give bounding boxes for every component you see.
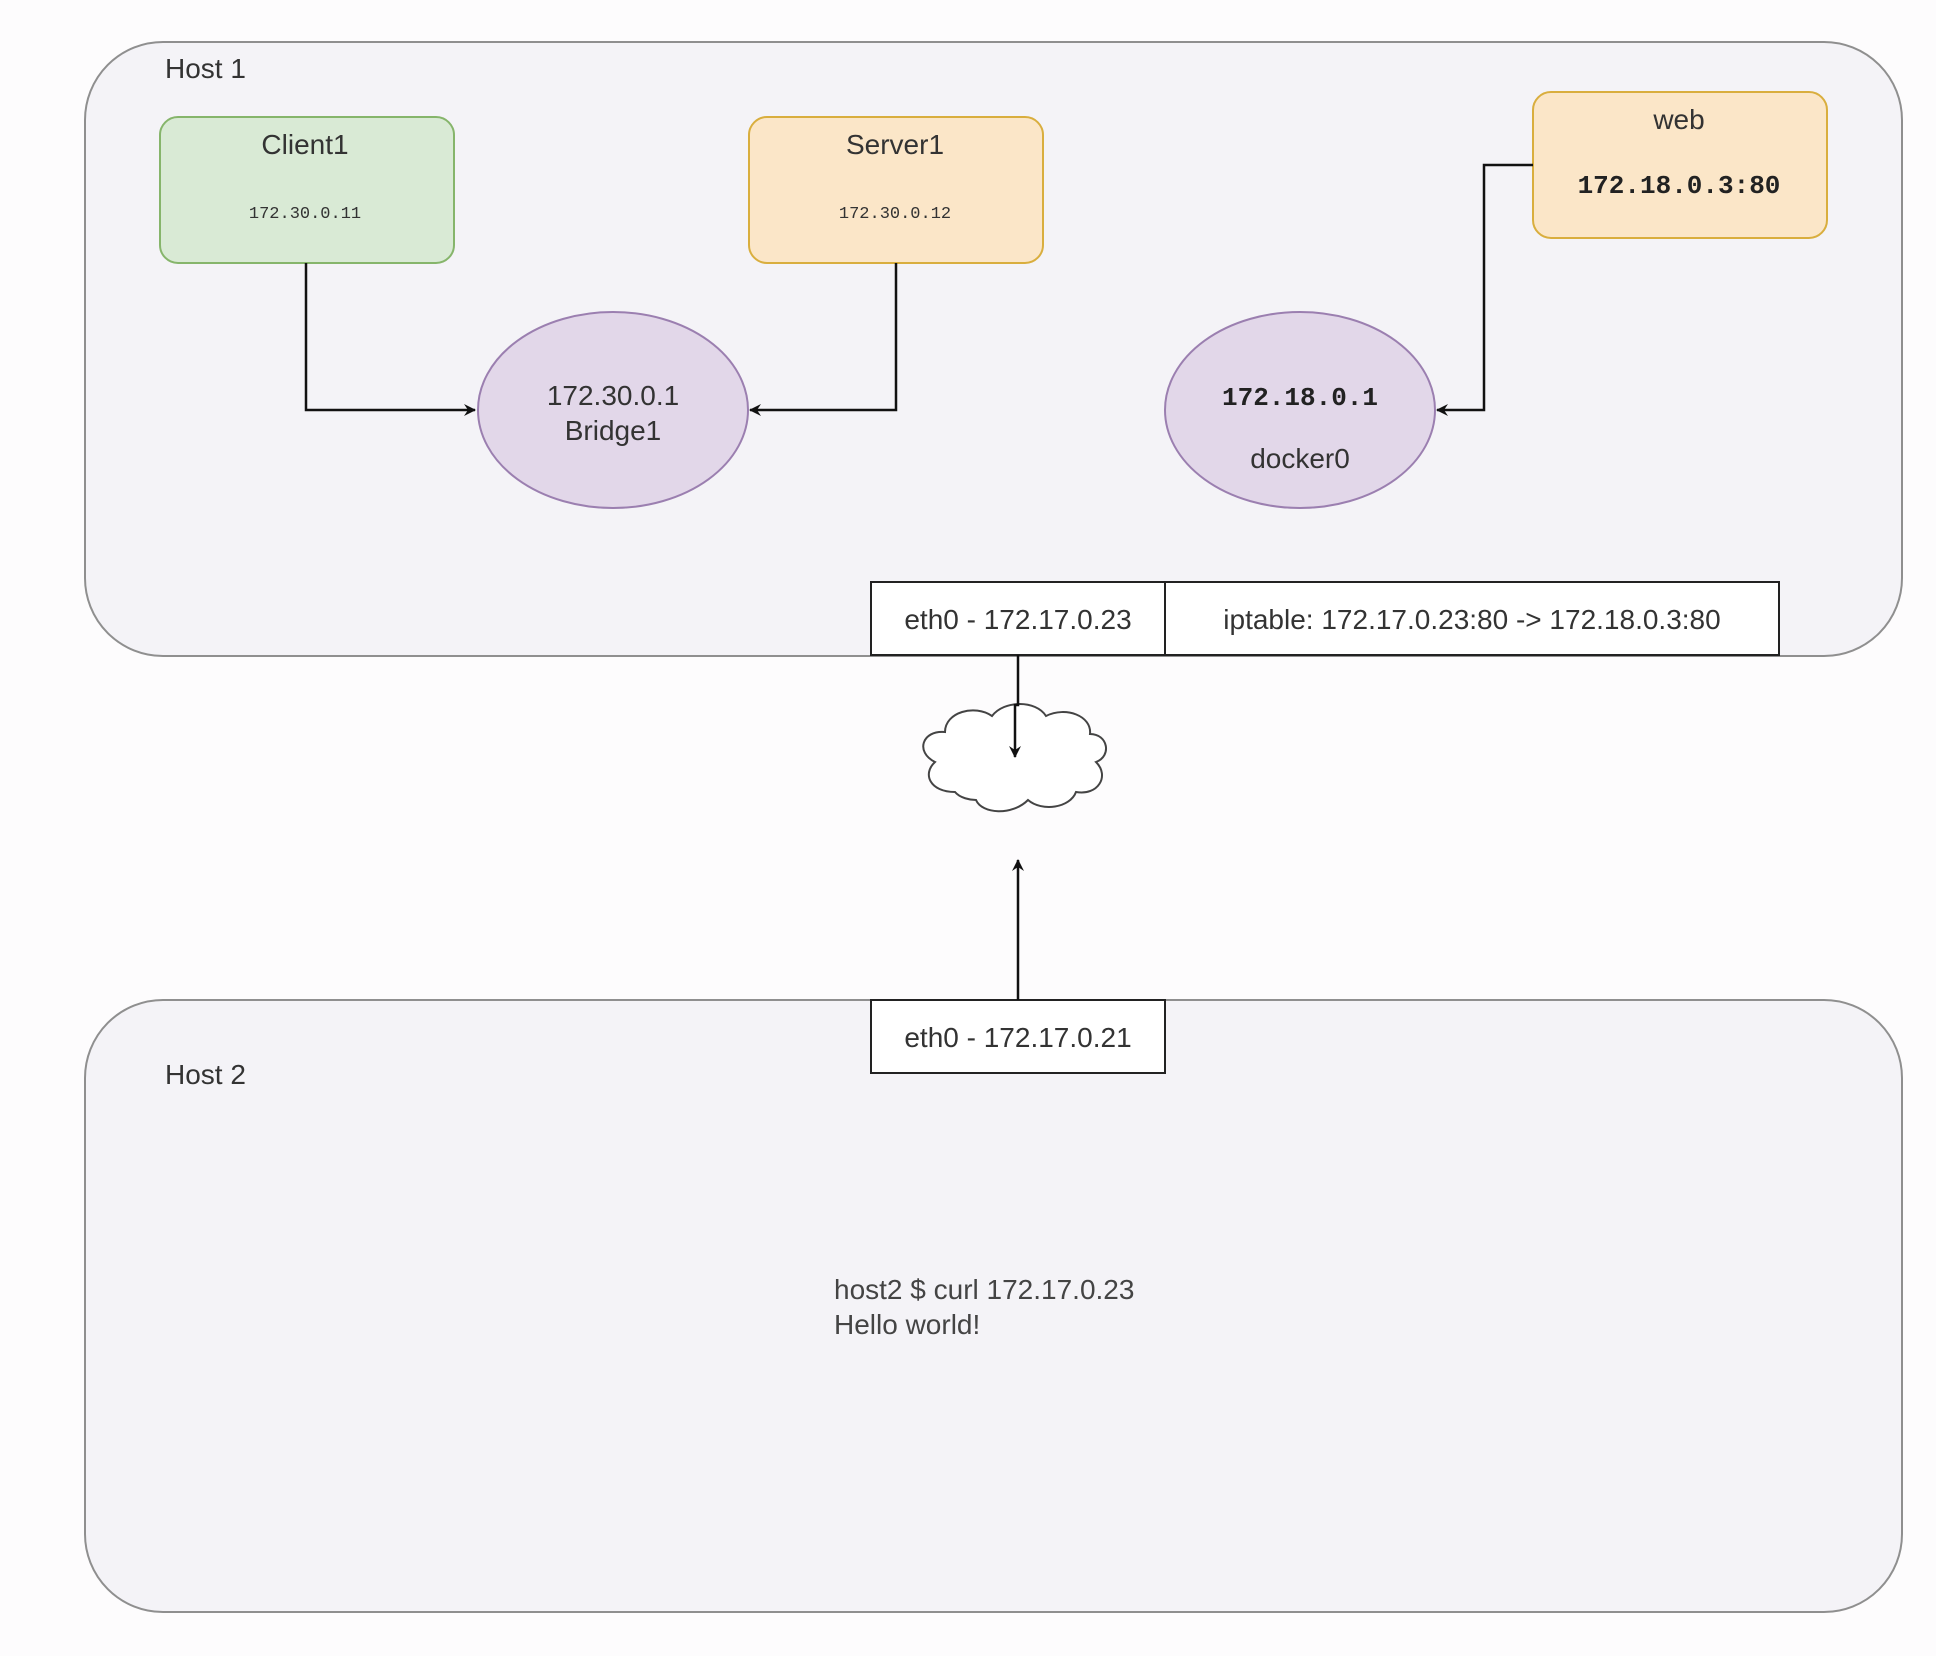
server1-node: Server1 172.30.0.12 [748, 116, 1044, 264]
terminal-command: host2 $ curl 172.17.0.23 [834, 1274, 1134, 1305]
host2-box [84, 999, 1903, 1613]
client1-name: Client1 [261, 129, 348, 160]
server1-name: Server1 [846, 129, 944, 160]
bridge1-ellipse [477, 311, 749, 509]
docker0-node: 172.18.0.1 docker0 [1164, 311, 1436, 509]
terminal-output: host2 $ curl 172.17.0.23 Hello world! [834, 1274, 1134, 1340]
host2-group: Host 2 [84, 999, 1903, 1613]
client1-node: Client1 172.30.0.11 [159, 116, 455, 264]
web-node: web 172.18.0.3:80 [1532, 91, 1828, 239]
host2-interface: eth0 - 172.17.0.21 [870, 999, 1166, 1074]
server1-ip: 172.30.0.12 [839, 205, 951, 224]
bridge1-node: 172.30.0.1 Bridge1 [477, 311, 749, 509]
web-ip: 172.18.0.3:80 [1578, 171, 1781, 201]
docker0-ip: 172.18.0.1 [1222, 383, 1378, 413]
client1-to-bridge1-arrow [304, 263, 476, 416]
client1-ip: 172.30.0.11 [249, 205, 361, 224]
terminal-response: Hello world! [834, 1309, 980, 1340]
docker0-ellipse [1164, 311, 1436, 509]
host2-eth0-label: eth0 - 172.17.0.21 [904, 1022, 1131, 1053]
host1-eth0-label: eth0 - 172.17.0.23 [904, 604, 1131, 635]
iptable-label: iptable: 172.17.0.23:80 -> 172.18.0.3:80 [1223, 604, 1720, 635]
host2-label: Host 2 [165, 1059, 246, 1090]
bridge1-ip: 172.30.0.1 [547, 380, 679, 411]
host1-group: Host 1 [84, 41, 1903, 657]
host1-eth0-to-cloud-arrow [1009, 655, 1021, 758]
iptable-box [1164, 581, 1780, 656]
host1-label: Host 1 [165, 53, 246, 84]
bridge1-name: Bridge1 [565, 415, 662, 446]
host1-interface: eth0 - 172.17.0.23 iptable: 172.17.0.23:… [870, 581, 1780, 656]
docker0-name: docker0 [1250, 443, 1350, 474]
web-name: web [1652, 104, 1704, 135]
connectors [304, 163, 1533, 1000]
web-to-docker0-arrow [1436, 163, 1533, 416]
server1-to-bridge1-arrow [749, 263, 898, 416]
